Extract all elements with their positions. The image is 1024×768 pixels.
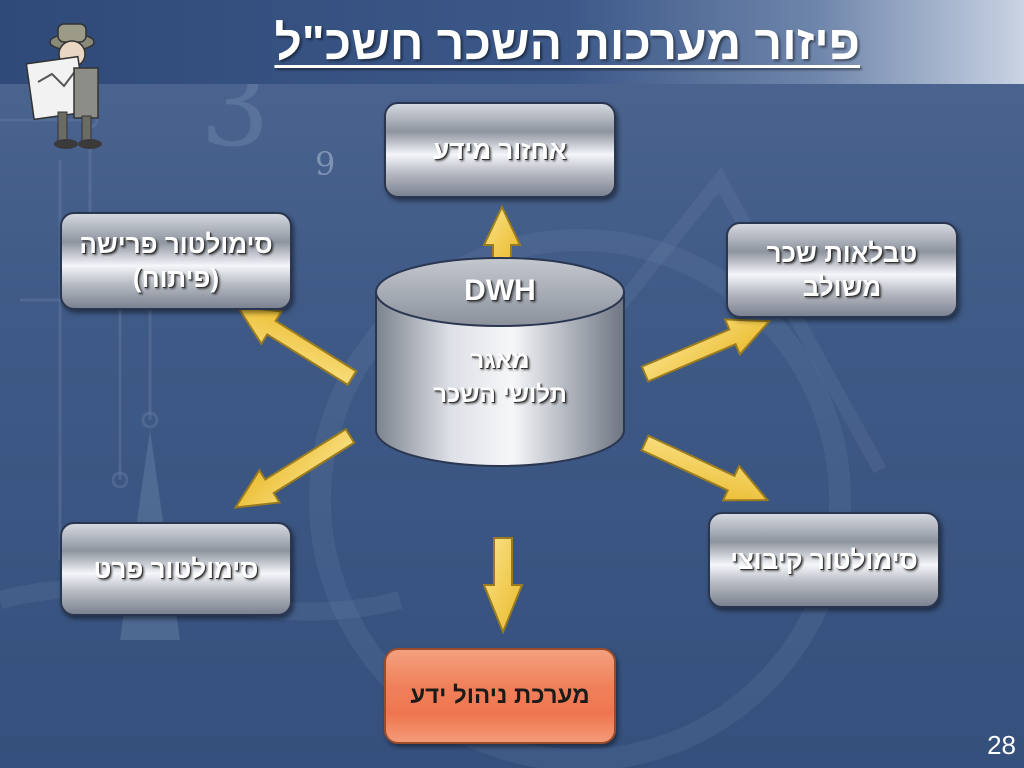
arrow-to-bottom-right [640,434,770,502]
database-top-label: DWH [464,274,536,307]
node-info-retrieval[interactable]: אחזור מידע [384,102,616,198]
svg-text:9: 9 [315,145,335,183]
mascot-illustration [25,23,102,149]
page-number: 28 [987,730,1016,760]
node-group-simulator[interactable]: סימולטור קיבוצי [708,512,940,608]
arrow-to-top-right [640,318,772,383]
node-group-simulator-label: סימולטור קיבוצי [730,545,918,575]
node-individual-simulator-label: סימולטור פרט [93,554,259,584]
node-retirement-simulator[interactable]: סימולטור פרישה (פיתוח) [60,212,292,310]
node-knowledge-management-label: מערכת ניהול ידע [410,682,590,709]
arrow-to-bottom-left [233,427,356,509]
node-retirement-simulator-label: סימולטור פרישה (פיתוח) [79,229,273,293]
database-body-label: מאגר תלושי השכר [433,347,567,408]
database-cylinder [375,257,625,467]
slide-title: פיזור מערכות השכר חשכ"ל [274,17,860,70]
arrow-to-bottom [482,537,524,635]
title-band [0,0,1024,84]
node-knowledge-management[interactable]: מערכת ניהול ידע [384,648,616,744]
node-salary-tables-label: טבלאות שכר משולב [766,238,918,302]
node-salary-tables[interactable]: טבלאות שכר משולב [726,222,958,318]
node-info-retrieval-label: אחזור מידע [433,135,567,165]
node-individual-simulator[interactable]: סימולטור פרט [60,522,292,616]
